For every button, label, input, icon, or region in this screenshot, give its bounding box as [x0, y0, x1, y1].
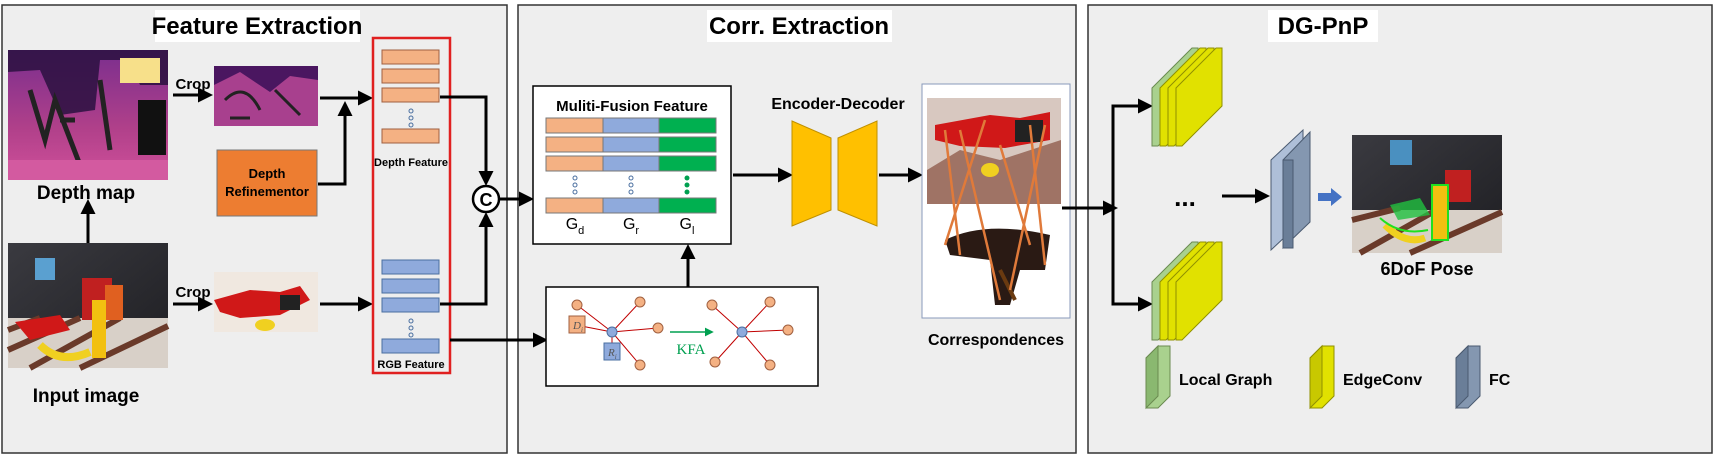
- depth-feature-bar: [381, 68, 440, 84]
- top-edgeconv-stack: [1151, 47, 1223, 147]
- refinementor-to-feature-arrow: [318, 101, 353, 186]
- feature-extraction-title: Feature Extraction: [152, 13, 363, 40]
- legend-local-graph-label: Local Graph: [1179, 372, 1272, 389]
- depth-feature-stack: [381, 49, 440, 144]
- encoder-decoder-label: Encoder-Decoder: [771, 96, 904, 113]
- bottom-edgeconv-stack: [1151, 241, 1223, 341]
- depth-refinementor-line1: Depth: [249, 166, 286, 181]
- graph-r-label: Ri: [607, 347, 617, 361]
- feature-extraction-title-bg: [155, 10, 360, 42]
- edgeconv-layer: [1175, 47, 1223, 147]
- corr-extraction-title: Corr. Extraction: [709, 13, 889, 40]
- group-label-gl: Gl: [680, 216, 695, 237]
- encoder-shape: [791, 120, 832, 227]
- rgb-feature-bar: [381, 297, 440, 313]
- feature-highlight-box: [371, 36, 452, 375]
- rgb-feature-bar: [381, 259, 440, 275]
- rgb-feature-bar: [381, 338, 440, 354]
- crop-depth-label: Crop: [176, 76, 211, 93]
- depth-map-label: Depth map: [37, 183, 135, 204]
- fusion-rgb-segment: [602, 136, 660, 153]
- fusion-feature-title: Muliti-Fusion Feature: [556, 98, 708, 115]
- right-graph: [706, 296, 794, 371]
- input-image: [6, 243, 170, 371]
- legend-local-graph-swatch: [1145, 344, 1171, 410]
- rgb-feature-dots: [408, 318, 414, 338]
- fusion-local-segment: [658, 117, 717, 134]
- corr-to-dgpnp-up-arrow: [1111, 98, 1153, 208]
- group-label-gr: Gr: [623, 216, 639, 237]
- depth-feature-bar: [381, 128, 440, 144]
- depth-feature-dots: [408, 108, 414, 128]
- legend-edgeconv-swatch: [1309, 344, 1335, 410]
- fc-to-pose-arrow: [1318, 188, 1342, 206]
- decoder-shape: [837, 120, 878, 227]
- fusion-rgb-segment: [602, 155, 660, 172]
- fusion-rgb-segment: [602, 197, 660, 214]
- fusion-local-segment: [658, 197, 717, 214]
- graph-d-label: Di: [572, 320, 583, 334]
- correspondences-image: [921, 83, 1071, 319]
- rgb-feature-stack: [381, 259, 440, 354]
- fusion-local-segment: [658, 155, 717, 172]
- depth-feature-to-concat-arrow: [440, 95, 494, 186]
- depth-feature-label: Depth Feature: [374, 157, 448, 169]
- dg-pnp-title-bg: [1268, 10, 1378, 42]
- edgeconv-layer: [1175, 241, 1223, 341]
- fusion-local-segment: [658, 136, 717, 153]
- fusion-depth-segment: [545, 155, 604, 172]
- fusion-feature-bars: [545, 117, 717, 214]
- kfa-label: KFA: [677, 342, 706, 358]
- left-graph: [568, 296, 664, 371]
- fusion-rgb-segment: [602, 117, 660, 134]
- depth-feature-bar: [381, 49, 440, 65]
- rgb-feature-bar: [381, 278, 440, 294]
- fc-block: [1270, 128, 1311, 252]
- fusion-depth-segment: [545, 197, 604, 214]
- pose-label: 6DoF Pose: [1380, 259, 1473, 279]
- correspondences-label: Correspondences: [928, 332, 1064, 349]
- rgb-feature-label: RGB Feature: [377, 359, 444, 371]
- cropped-rgb-image: [214, 272, 318, 332]
- concat-symbol-label: C: [480, 190, 493, 210]
- depth-feature-bar: [381, 87, 440, 103]
- legend-edgeconv-label: EdgeConv: [1343, 372, 1422, 389]
- cropped-depth-image: [214, 66, 318, 126]
- depth-refinementor-line2: Refinementor: [225, 184, 309, 199]
- depth-map-image: [8, 50, 168, 180]
- rgb-feature-to-concat-arrow: [440, 212, 494, 306]
- dg-pnp-title: DG-PnP: [1278, 13, 1369, 40]
- fusion-depth-segment: [545, 136, 604, 153]
- fusion-feature-dots: [572, 175, 690, 195]
- kfa-graph-box: [545, 286, 819, 387]
- legend-fc-label: FC: [1489, 372, 1511, 389]
- legend-fc-swatch: [1455, 344, 1481, 410]
- corr-to-dgpnp-down-arrow: [1111, 208, 1153, 312]
- corr-extraction-title-bg: [707, 10, 892, 42]
- fusion-depth-segment: [545, 117, 604, 134]
- depth-refinementor-box: [216, 149, 318, 217]
- pose-image: [1351, 135, 1504, 256]
- group-label-gd: Gd: [566, 216, 585, 237]
- input-image-label: Input image: [33, 386, 140, 407]
- crop-rgb-label: Crop: [176, 284, 211, 301]
- ellipsis: ...: [1174, 182, 1196, 212]
